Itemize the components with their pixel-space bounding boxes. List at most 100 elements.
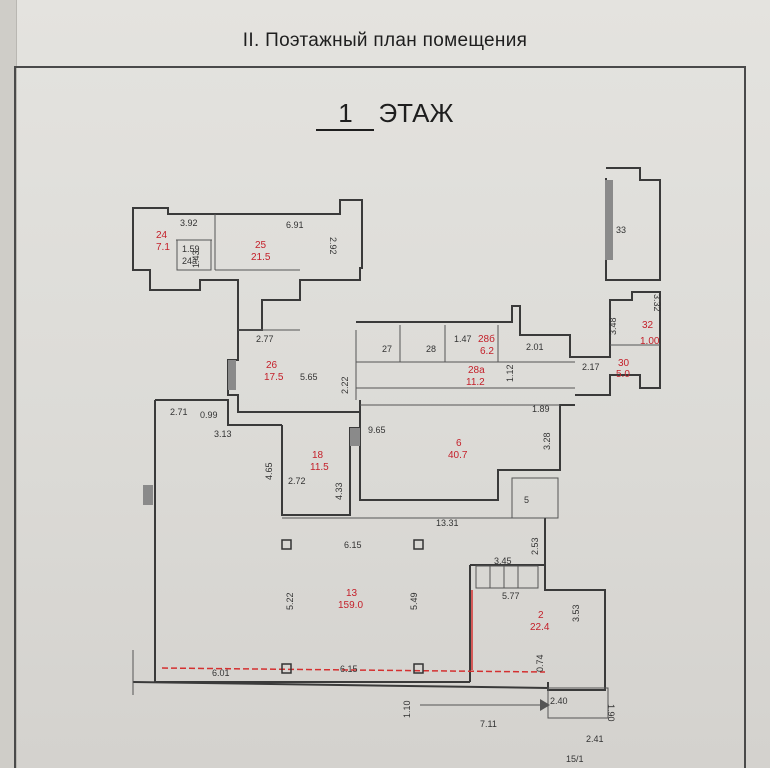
room-28b-number: 28б [478,333,495,345]
room-25-number: 25 [255,240,267,251]
columns [281,539,424,674]
room-33-number: 33 [616,225,626,235]
dim-2-41: 2.41 [586,734,604,744]
column-3 [281,663,292,674]
room-2-steps [475,565,539,589]
room-30-area: 5.0 [616,369,630,380]
entrance-box [547,687,609,719]
dim-5-65: 5.65 [300,372,318,382]
room-6-number: 6 [456,438,462,449]
dim-6-01: 6.01 [212,668,230,678]
room-32-number: 32 [642,320,654,331]
room-2-number: 2 [538,610,544,621]
dim-1-89: 1.89 [532,404,550,414]
dim-3-32: 3.32 [652,294,662,312]
room-18-area: 11.5 [310,462,329,473]
entrance-arrowhead [540,699,550,711]
room-28-number: 28 [426,344,436,354]
hatch-4 [605,180,613,260]
dim-0-99: 0.99 [200,410,218,420]
dim-1-12: 1.12 [505,364,515,382]
dim-1-43: 1.43 [191,250,201,268]
dim-2-71: 2.71 [170,407,188,417]
dim-2-72: 2.72 [288,476,306,486]
column-4 [413,663,424,674]
dim-1-47: 1.47 [454,334,472,344]
room-6-area: 40.7 [448,450,468,461]
dim-6-15-top: 6.15 [344,540,362,550]
dim-2-92: 2.92 [328,237,338,255]
wall-hall-13-right [544,518,606,691]
dim-7-11: 7.11 [480,719,497,729]
dim-0-74: 0.74 [535,654,545,672]
room-24-number: 24 [156,230,168,241]
dim-3-45: 3.45 [494,556,512,566]
room-30-number: 30 [618,358,630,369]
dim-15-1: 15/1 [566,754,584,764]
room-18-number: 18 [312,450,324,461]
dim-9-65: 9.65 [368,425,386,435]
room-28b-area: 6.2 [480,346,494,357]
room-13-area: 159.0 [338,600,363,611]
column-1 [281,539,292,550]
dim-2-22: 2.22 [340,376,350,394]
floor-word: ЭТАЖ [378,98,454,128]
column-2 [413,539,424,550]
dim-2-40: 2.40 [550,696,568,706]
dim-13-31: 13.31 [436,518,459,528]
dim-3-48: 3.48 [608,317,618,335]
dim-3-92: 3.92 [180,218,198,228]
dim-1-90: 1.90 [606,704,616,722]
hatch-2 [350,428,360,446]
dim-3-28: 3.28 [542,432,552,450]
dim-2-01: 2.01 [526,342,544,352]
room-28a-area: 11.2 [466,377,485,388]
paper-edge [0,0,17,768]
walls [132,167,661,719]
room-32-area: 1.00 [640,336,660,347]
dim-5-22: 5.22 [285,592,295,610]
dim-3-13: 3.13 [214,429,232,439]
dim-6-15-bottom: 6.15 [340,664,358,674]
floor-number: 1 [316,98,375,131]
dimension-labels: 3.92 6.91 2.92 1.43 2.77 5.65 2.22 1.47 … [170,218,662,764]
room-5-number: 5 [524,495,529,505]
dim-3-53: 3.53 [571,604,581,622]
room-28a-number: 28а [468,365,485,376]
room-labels: 24 7.1 1.59 24а 25 21.5 26 17.5 27 28 28… [156,225,660,633]
room-2-area: 22.4 [530,622,550,633]
wall-wc-block [356,291,661,396]
hatch-3 [143,485,153,505]
dim-6-91: 6.91 [286,220,304,230]
dim-4-33: 4.33 [334,482,344,500]
closet-24a [176,239,212,271]
room-26-number: 26 [266,360,278,371]
dim-1-10: 1.10 [402,700,412,718]
dim-2-77: 2.77 [256,334,274,344]
dim-4-65: 4.65 [264,462,274,480]
room-13-number: 13 [346,588,358,599]
dim-5-49: 5.49 [409,592,419,610]
room-24-area: 7.1 [156,242,170,253]
dim-2-17: 2.17 [582,362,600,372]
plan-frame [14,66,746,768]
dim-2-53: 2.53 [530,537,540,555]
room-24a-number: 24а [182,256,197,266]
facade-line [132,681,549,689]
wall-left-corridor [155,399,282,426]
room-5-box [511,477,559,519]
room-24a-area: 1.59 [182,244,200,254]
section-line [161,667,546,673]
room-26-area: 17.5 [264,372,284,383]
room-25-area: 21.5 [251,252,271,263]
document-heading: II. Поэтажный план помещения [242,30,528,51]
wall-room-26 [227,330,360,413]
room-27-number: 27 [382,344,392,354]
hatch-1 [228,360,236,390]
wall-room-2 [469,564,545,682]
wall-upper-block [132,199,363,331]
dim-5-77: 5.77 [502,591,520,601]
